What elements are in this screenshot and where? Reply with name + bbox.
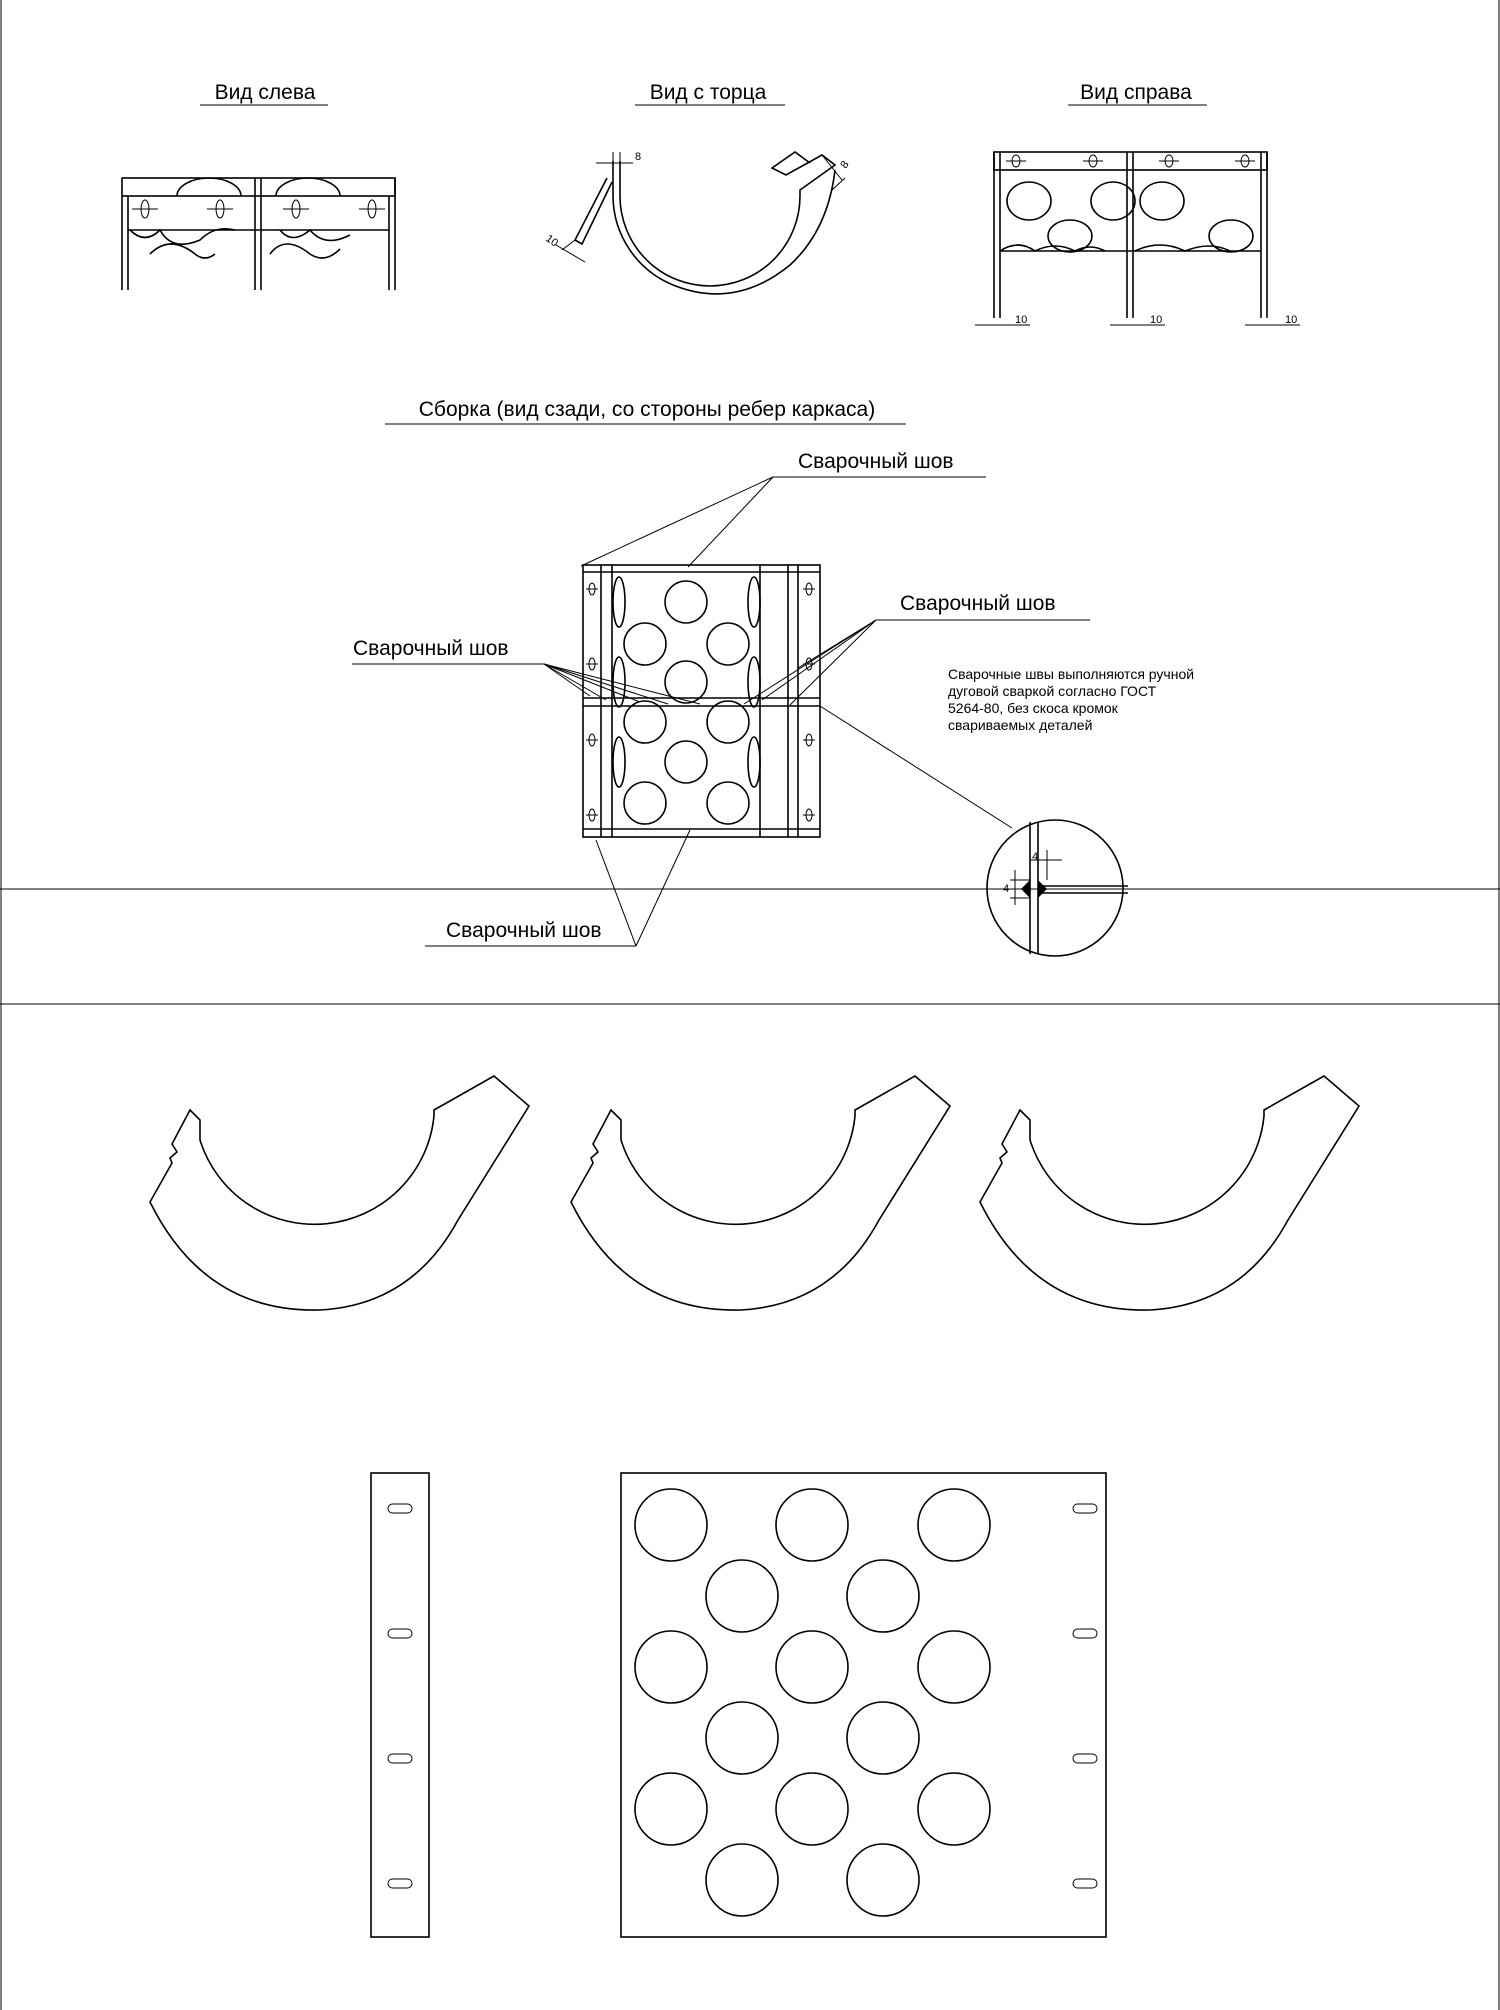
- assembly-title: Сборка (вид сзади, со стороны ребер карк…: [419, 398, 875, 421]
- detail-dim-vertical: 4: [1003, 883, 1009, 895]
- slot-markers: [132, 199, 385, 219]
- weld-callout-bottom: Сварочный шов: [446, 919, 602, 942]
- note-line-1: Сварочные швы выполняются ручной: [948, 666, 1194, 682]
- end-view-dim-left: 10: [543, 233, 560, 250]
- note-line-4: свариваемых деталей: [948, 717, 1092, 733]
- assembly-leaders: [352, 476, 1090, 947]
- weld-callout-right: Сварочный шов: [900, 592, 1056, 615]
- view-titles: Вид слева Вид с торца Вид справа Сборка …: [200, 81, 1207, 425]
- right-view-markers: [1006, 154, 1255, 168]
- weld-detail: 4 4: [986, 819, 1128, 957]
- detail-dim-horizontal: 4: [1032, 851, 1038, 863]
- plate-slots: [1072, 1503, 1098, 1889]
- right-view-dimensions: 10 10 10: [975, 314, 1300, 326]
- right-view-title: Вид справа: [1080, 81, 1192, 104]
- crescent-part-3: [979, 1075, 1361, 1311]
- end-view-title: Вид с торца: [650, 81, 767, 104]
- end-view-drawing: 8 8 10: [543, 151, 852, 295]
- assembly-holes: [612, 576, 761, 825]
- right-view-dim-3: 10: [1285, 314, 1297, 326]
- crescent-part-2: [570, 1075, 952, 1311]
- end-view-dim-right: 8: [838, 159, 851, 171]
- note-line-2: дуговой сваркой согласно ГОСТ: [948, 683, 1157, 699]
- assembly-callouts: Сварочный шов Сварочный шов Сварочный шо…: [353, 450, 1056, 942]
- weld-callout-top: Сварочный шов: [798, 450, 954, 473]
- right-view-dim-1: 10: [1015, 314, 1027, 326]
- plate-holes: [634, 1488, 991, 1917]
- right-view-dim-2: 10: [1150, 314, 1162, 326]
- crescent-parts: [149, 1075, 1361, 1311]
- left-view-title: Вид слева: [215, 81, 316, 104]
- right-view-drawing: 10 10 10: [975, 151, 1300, 326]
- end-view-dim-top: 8: [635, 151, 641, 163]
- note-line-3: 5264-80, без скоса кромок: [948, 700, 1119, 716]
- strip-part: [370, 1472, 430, 1938]
- weld-callout-left: Сварочный шов: [353, 637, 509, 660]
- crescent-part-1: [149, 1075, 531, 1311]
- plate-part: [620, 1472, 1107, 1938]
- welding-note: Сварочные швы выполняются ручной дуговой…: [948, 666, 1194, 733]
- left-view-drawing: [121, 177, 396, 290]
- assembly-slot-marks: [586, 582, 815, 822]
- assembly-drawing: Сварочный шов Сварочный шов Сварочный шо…: [352, 450, 1194, 957]
